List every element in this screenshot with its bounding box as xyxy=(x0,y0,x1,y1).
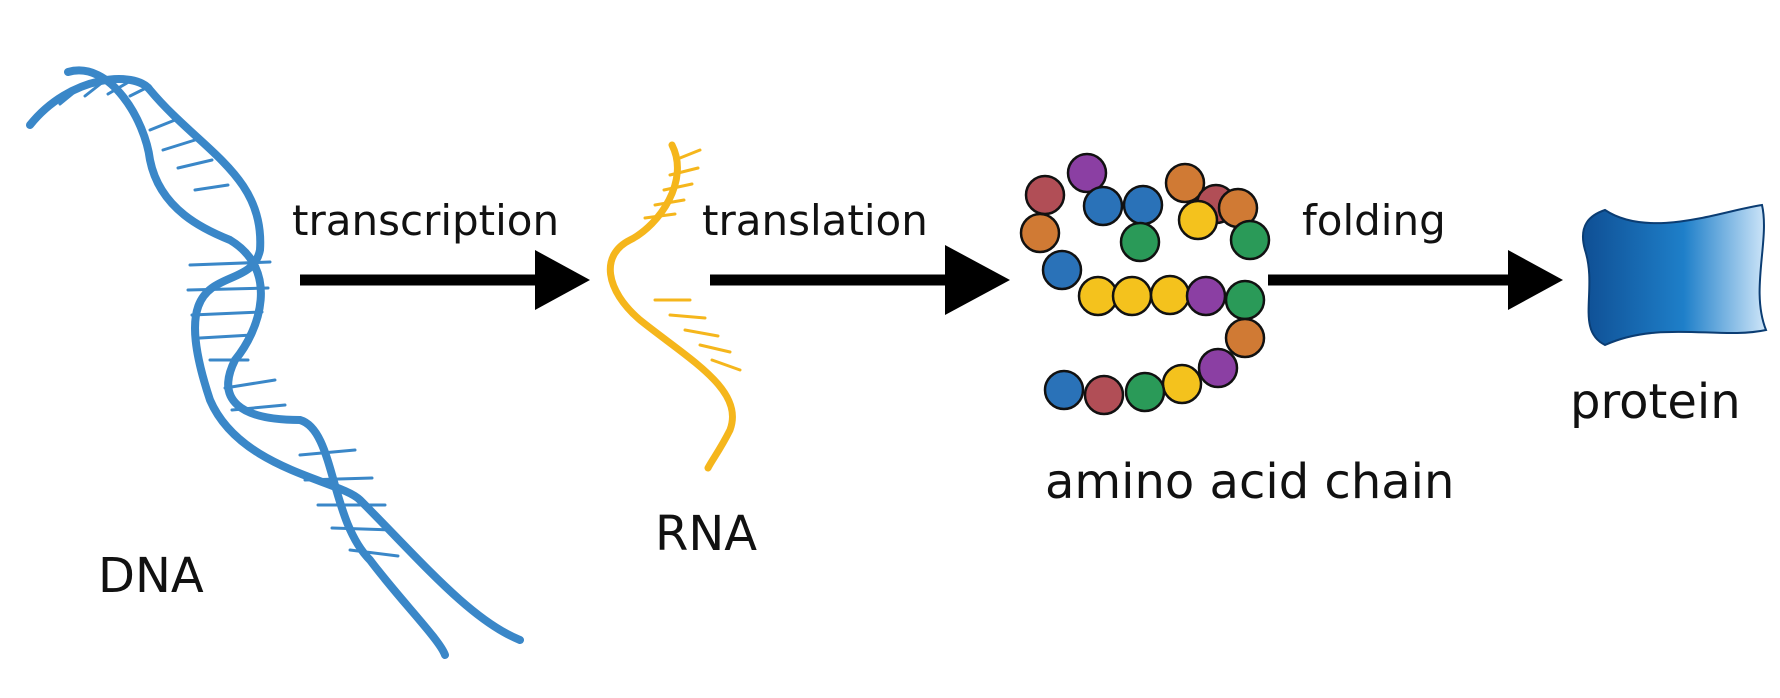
amino-acid-bead xyxy=(1083,374,1125,416)
rna-strand-icon xyxy=(606,141,742,472)
dna-base-pair xyxy=(176,158,214,170)
amino-acid-bead xyxy=(1177,199,1219,241)
dna-base-pair xyxy=(190,310,264,317)
dna-strand-b xyxy=(64,66,449,659)
amino-acid-bead xyxy=(1019,212,1061,254)
dna-helix-icon xyxy=(26,66,524,659)
translation-label: translation xyxy=(702,196,928,245)
amino-acid-bead xyxy=(1149,274,1191,316)
amino-acid-bead xyxy=(1185,275,1227,317)
rna-base xyxy=(668,313,707,320)
amino-acid-bead xyxy=(1082,185,1124,227)
rna-base xyxy=(683,328,720,338)
rna-backbone xyxy=(606,141,736,472)
amino-acid-bead xyxy=(1229,219,1271,261)
protein-shape-icon xyxy=(1582,203,1768,347)
amino-acid-bead xyxy=(1024,174,1066,216)
amino-acid-bead xyxy=(1111,275,1153,317)
amino-acid-bead xyxy=(1043,369,1085,411)
dna-base-pair xyxy=(330,526,394,532)
rna-base xyxy=(698,343,732,354)
dna-base-pairs xyxy=(58,76,400,558)
amino-acid-bead xyxy=(1124,371,1166,413)
folding-arrow xyxy=(1268,250,1563,310)
amino-acid-bead xyxy=(1119,221,1161,263)
translation-arrow xyxy=(710,245,1010,315)
dna-strand-a xyxy=(26,75,524,644)
folding-label: folding xyxy=(1302,196,1446,245)
amino-acid-bead xyxy=(1041,249,1083,291)
dna-label: DNA xyxy=(98,548,204,604)
dna-base-pair xyxy=(223,378,277,390)
rna-label: RNA xyxy=(655,506,758,562)
amino-acid-bead xyxy=(1197,347,1239,389)
amino-acid-bead xyxy=(1224,279,1266,321)
protein-label: protein xyxy=(1570,374,1741,430)
transcription-label: transcription xyxy=(292,196,560,245)
amino-acid-bead xyxy=(1161,363,1203,405)
transcription-arrow xyxy=(300,250,590,310)
amino-acid-bead xyxy=(1164,162,1206,204)
amino-acid-chain-label: amino acid chain xyxy=(1045,454,1455,510)
amino-acid-bead xyxy=(1066,152,1108,194)
rna-base xyxy=(710,358,742,372)
dna-base-pair xyxy=(198,333,254,340)
dna-base-pair xyxy=(348,548,400,558)
amino-acid-bead xyxy=(1224,317,1266,359)
dna-base-pair xyxy=(186,286,270,292)
amino-acid-bead xyxy=(1077,275,1119,317)
amino-acid-bead xyxy=(1122,184,1164,226)
amino-acid-chain-icon xyxy=(1019,152,1271,416)
dna-base-pair xyxy=(193,183,230,192)
dna-base-pair xyxy=(161,138,197,152)
